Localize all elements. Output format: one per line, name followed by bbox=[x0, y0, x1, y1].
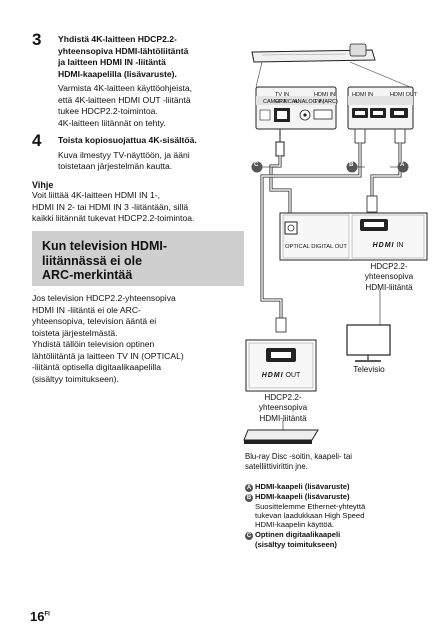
paragraph: Jos television HDCP2.2-yhteensopiva HDMI… bbox=[32, 293, 247, 385]
section-header: Kun television HDMI- liitännässä ei ole … bbox=[32, 231, 244, 286]
paragraph-line: -liitäntä optisella digitaalikaapelilla bbox=[32, 362, 161, 372]
section-title-line: ARC-merkintää bbox=[42, 268, 133, 282]
page-language-suffix: FI bbox=[44, 611, 50, 618]
step-3-title-line: Yhdistä 4K-laitteen HDCP2.2- bbox=[58, 34, 177, 44]
step-3-title-line: yhteensopiva HDMI-lähtöliitäntä bbox=[58, 45, 189, 56]
panel-label-hdmi-in-right: HDMI IN bbox=[352, 92, 374, 98]
paragraph-line: Jos television HDCP2.2-yhteensopiva bbox=[32, 293, 176, 303]
hdcp-right-line: HDMI-liitäntä bbox=[365, 282, 413, 292]
tv-label: Televisio bbox=[353, 365, 385, 374]
step-3-body-line: tukee HDCP2.2-toimintoa. bbox=[58, 106, 158, 116]
step-3-title-line: HDMI-kaapelilla (lisävaruste). bbox=[58, 68, 177, 79]
connector-letter-c: C bbox=[254, 162, 259, 168]
paragraph-line: Yhdistä tällöin television optinen bbox=[32, 339, 155, 349]
step-number-4: 4 bbox=[32, 131, 42, 150]
hdmi-in-text: IN bbox=[396, 242, 404, 249]
hdmi-out-text: OUT bbox=[285, 372, 301, 379]
step-3-title-line: ja laitteen HDMI IN -liitäntä bbox=[58, 57, 166, 67]
player-label: Blu-ray Disc -soitin, kaapeli- tai satel… bbox=[245, 452, 430, 472]
player-label-line: satelliittivirittin jne. bbox=[245, 461, 308, 471]
hdmi-in-label: HDMI IN bbox=[352, 242, 424, 249]
connector-letter-b: B bbox=[349, 162, 354, 168]
panel-label-optical: OPTICAL bbox=[275, 99, 299, 105]
tip-line: kaikki liitännät tukevat HDCP2.2-toimint… bbox=[32, 213, 195, 223]
hdcp-right-line: yhteensopiva bbox=[364, 272, 414, 282]
tv-connection-box bbox=[279, 212, 428, 261]
step-number-3: 3 bbox=[32, 30, 42, 49]
section-title-line: Kun television HDMI- bbox=[42, 239, 168, 253]
tip-title: Vihje bbox=[32, 180, 54, 190]
hdcp-right-label: HDCP2.2- yhteensopiva HDMI-liitäntä bbox=[350, 262, 428, 293]
paragraph-line: HDMI IN -liitäntä ei ole ARC- bbox=[32, 304, 141, 315]
paragraph-line: toisteta järjestelmästä. bbox=[32, 327, 118, 338]
panel-label-camera: CAMERA bbox=[263, 99, 287, 105]
step-3-body-line: että 4K-laitteen HDMI OUT -liitäntä bbox=[58, 94, 191, 105]
hdmi-logo: HDMI bbox=[372, 242, 395, 249]
step-3: Yhdistä 4K-laitteen HDCP2.2- yhteensopiv… bbox=[58, 34, 248, 129]
hdcp-bottom-line: HDCP2.2- bbox=[264, 393, 302, 402]
paragraph-line: yhteensopiva, television ääntä ei bbox=[32, 316, 157, 326]
hdmi-out-label: HDMI OUT bbox=[249, 372, 313, 379]
connector-label-c bbox=[251, 161, 278, 173]
legend-text: Optinen digitaalikaapeli bbox=[255, 529, 341, 539]
tip-line: Voit liittää 4K-laitteen HDMI IN 1-, bbox=[32, 190, 160, 200]
step-3-body-line: Varmista 4K-laitteen käyttöohjeista, bbox=[58, 83, 193, 93]
tip: Vihje Voit liittää 4K-laitteen HDMI IN 1… bbox=[32, 180, 247, 225]
legend-letter: A bbox=[245, 484, 253, 492]
panel-label-analog-in: ANALOG IN bbox=[294, 99, 324, 105]
paragraph-line: (sisältyy toimitukseen). bbox=[32, 373, 119, 384]
legend-note: Suosittelemme Ethernet-yhteyttä bbox=[255, 502, 366, 511]
paragraph-line: lähtöliitäntä ja laitteen TV IN (OPTICAL… bbox=[32, 350, 184, 361]
panel-label-tv-in: TV IN bbox=[275, 92, 290, 98]
connector-label-b bbox=[346, 161, 365, 173]
legend-note: (sisältyy toimitukseen) bbox=[255, 539, 337, 549]
step-3-body-line: 4K-laitteen liitännät on tehty. bbox=[58, 117, 166, 128]
tip-line: HDMI IN 2- tai HDMI IN 3 -liitäntään, si… bbox=[32, 201, 189, 212]
cable-a bbox=[366, 128, 406, 213]
hdcp-bottom-line: yhteensopiva bbox=[258, 403, 308, 413]
panel-label-tv-arc: TV (ARC) bbox=[314, 99, 338, 105]
step-4-body-line: toistetaan järjestelmän kautta. bbox=[58, 161, 173, 171]
step-4-title: Toista kopiosuojattua 4K-sisältöä. bbox=[58, 135, 197, 145]
hdcp-bottom-label: HDCP2.2- yhteensopiva HDMI-liitäntä bbox=[248, 393, 318, 424]
blu-ray-player-icon bbox=[243, 420, 319, 444]
legend-text: HDMI-kaapeli (lisävaruste) bbox=[255, 482, 350, 491]
step-4-body-line: Kuva ilmestyy TV-näyttöön, ja ääni bbox=[58, 149, 190, 160]
connector-label-a bbox=[390, 161, 409, 173]
legend-note: tukevan laadukkaan High Speed bbox=[255, 511, 365, 521]
legend-letter: C bbox=[245, 531, 253, 540]
page-number: 16FI bbox=[30, 609, 50, 624]
step-4: Toista kopiosuojattua 4K-sisältöä. Kuva … bbox=[58, 135, 248, 173]
connector-letter-a: A bbox=[400, 162, 405, 168]
hdcp-right-line: HDCP2.2- bbox=[370, 262, 408, 271]
page-number-value: 16 bbox=[30, 609, 45, 624]
tv-icon bbox=[346, 324, 391, 362]
legend-text: HDMI-kaapeli (lisävaruste) bbox=[255, 492, 350, 501]
rear-panel-left bbox=[255, 86, 337, 130]
cable-c bbox=[269, 129, 295, 228]
legend-note: HDMI-kaapelin käyttöä. bbox=[255, 520, 334, 530]
optical-digital-out-label: OPTICAL DIGITAL OUT bbox=[285, 244, 347, 250]
player-connection-box bbox=[245, 339, 317, 392]
panel-label-hdmi-out-right: HDMI OUT bbox=[390, 92, 418, 98]
soundbar-icon bbox=[251, 43, 376, 63]
player-label-line: Blu-ray Disc -soitin, kaapeli- tai bbox=[245, 452, 353, 461]
hdmi-logo: HDMI bbox=[261, 372, 284, 379]
rear-panel-right bbox=[347, 86, 414, 130]
cable-b bbox=[260, 128, 366, 333]
panel-label-hdmi-in: HDMI IN bbox=[314, 92, 336, 98]
section-title-line: liitännässä ei ole bbox=[42, 253, 143, 268]
legend-letter: B bbox=[245, 494, 253, 502]
hdcp-bottom-line: HDMI-liitäntä bbox=[259, 413, 307, 423]
